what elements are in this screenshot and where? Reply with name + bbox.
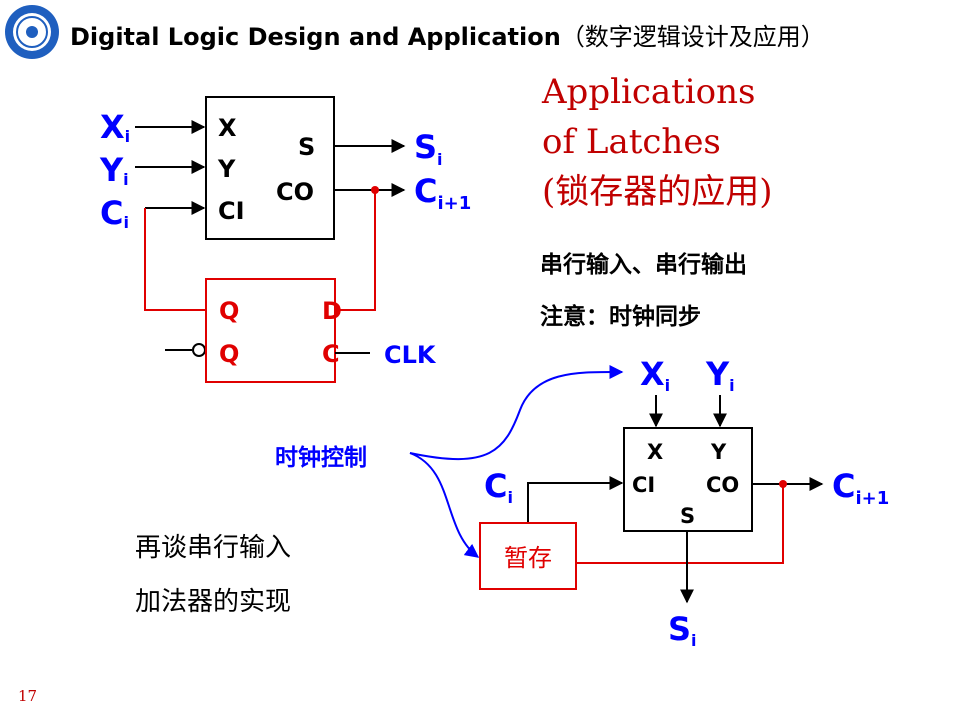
d2-output-c-label: Ci+1 [832, 467, 889, 509]
title-cn: （数字逻辑设计及应用） [560, 23, 825, 51]
diagram-2: Xi Yi X Y CI CO S Ci Ci+1 Si 暂存 时钟控制 [275, 355, 889, 650]
d2-input-x-label: Xi [640, 355, 670, 395]
input-x-label: Xi [100, 108, 130, 146]
remark-line-1: 再谈串行输入 [135, 533, 292, 563]
slide-heading: Applications of Latches (锁存器的应用) [542, 67, 773, 217]
adder2-port-x: X [647, 440, 663, 464]
input-c-label: Ci [100, 194, 129, 232]
latch-port-c: C [322, 340, 340, 368]
adder2-port-ci: CI [632, 473, 655, 497]
remark-line-2: 加法器的实现 [135, 587, 292, 617]
wire-co-to-d [335, 190, 376, 311]
wire-q-to-ci [144, 208, 206, 311]
page-title: Digital Logic Design and Application（数字逻… [70, 17, 825, 52]
register-label: 暂存 [504, 544, 552, 572]
heading-line-2: of Latches [542, 122, 721, 162]
note-serial: 串行输入、串行输出 [540, 252, 747, 278]
adder2-port-y: Y [710, 440, 727, 464]
adder1-port-s: S [298, 133, 315, 161]
diagram-1: Xi Yi Ci X Y CI S CO Si Ci+1 Q Q D C CLK [99, 96, 471, 383]
adder1-port-x: X [218, 114, 237, 142]
output-s-label: Si [414, 128, 443, 169]
latch-box [205, 278, 336, 383]
heading-line-3: (锁存器的应用) [542, 172, 773, 212]
d2-wire-feedback [577, 484, 784, 564]
adder-box-1 [205, 96, 335, 240]
adder1-port-ci: CI [218, 197, 245, 225]
page-number: 17 [18, 687, 38, 705]
latch-port-d: D [322, 297, 342, 325]
latch-port-q: Q [219, 297, 239, 325]
adder2-port-s: S [680, 504, 695, 528]
adder2-port-co: CO [706, 473, 739, 497]
clock-arrow-to-register [409, 452, 480, 558]
clk-label: CLK [384, 341, 437, 369]
heading-line-1: Applications [542, 72, 756, 112]
logo [3, 3, 61, 61]
note-sync: 注意：时钟同步 [540, 304, 701, 330]
clock-control-label: 时钟控制 [275, 444, 367, 471]
d2-wire-ci-in [527, 476, 624, 522]
clock-arrow-to-adder [409, 364, 624, 461]
title-en: Digital Logic Design and Application [70, 23, 561, 51]
inversion-bubble [192, 343, 206, 357]
d2-input-c-label: Ci [484, 467, 513, 507]
latch-port-qbar: Q [219, 340, 239, 368]
adder1-port-co: CO [276, 178, 314, 206]
university-seal-icon [5, 5, 59, 59]
d2-input-y-label: Yi [705, 355, 735, 395]
input-y-label: Yi [99, 151, 129, 189]
adder1-port-y: Y [217, 155, 236, 183]
register-box [479, 522, 577, 590]
output-c-label: Ci+1 [414, 172, 471, 214]
d2-output-s-label: Si [668, 610, 697, 650]
